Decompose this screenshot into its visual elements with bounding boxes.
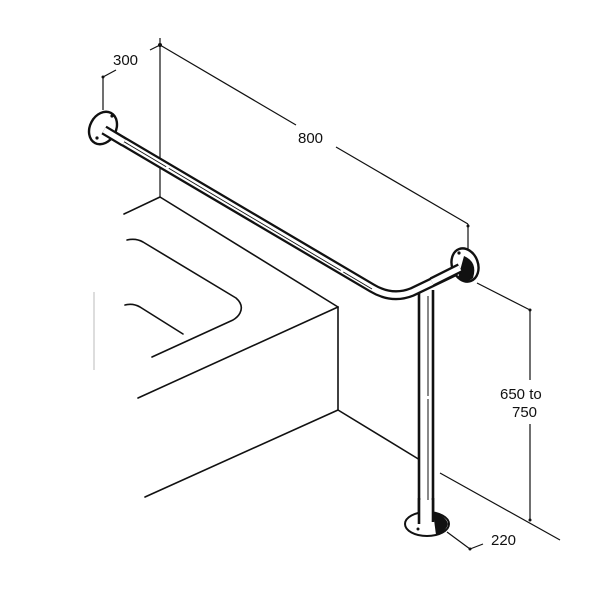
vertical-leg: [417, 290, 435, 522]
height-label-line1: 650 to: [500, 386, 542, 403]
wall-corner: [158, 38, 162, 197]
dimension-300-label: 300: [113, 52, 138, 69]
dimension-220-label: 220: [491, 532, 516, 549]
dimension-650-750: 650 to 750: [476, 282, 542, 522]
dimension-300: 300: [101, 44, 161, 110]
floor-flange: [404, 498, 450, 537]
corner-flange: [429, 247, 480, 287]
dimension-220: 220: [439, 472, 561, 551]
wall-flange: [87, 110, 127, 147]
bathtub: [93, 196, 421, 498]
dimension-800: 800: [159, 44, 470, 258]
height-label-line2: 750: [512, 404, 537, 421]
horizontal-rail: [101, 125, 465, 301]
dimension-800-label: 800: [298, 130, 323, 147]
